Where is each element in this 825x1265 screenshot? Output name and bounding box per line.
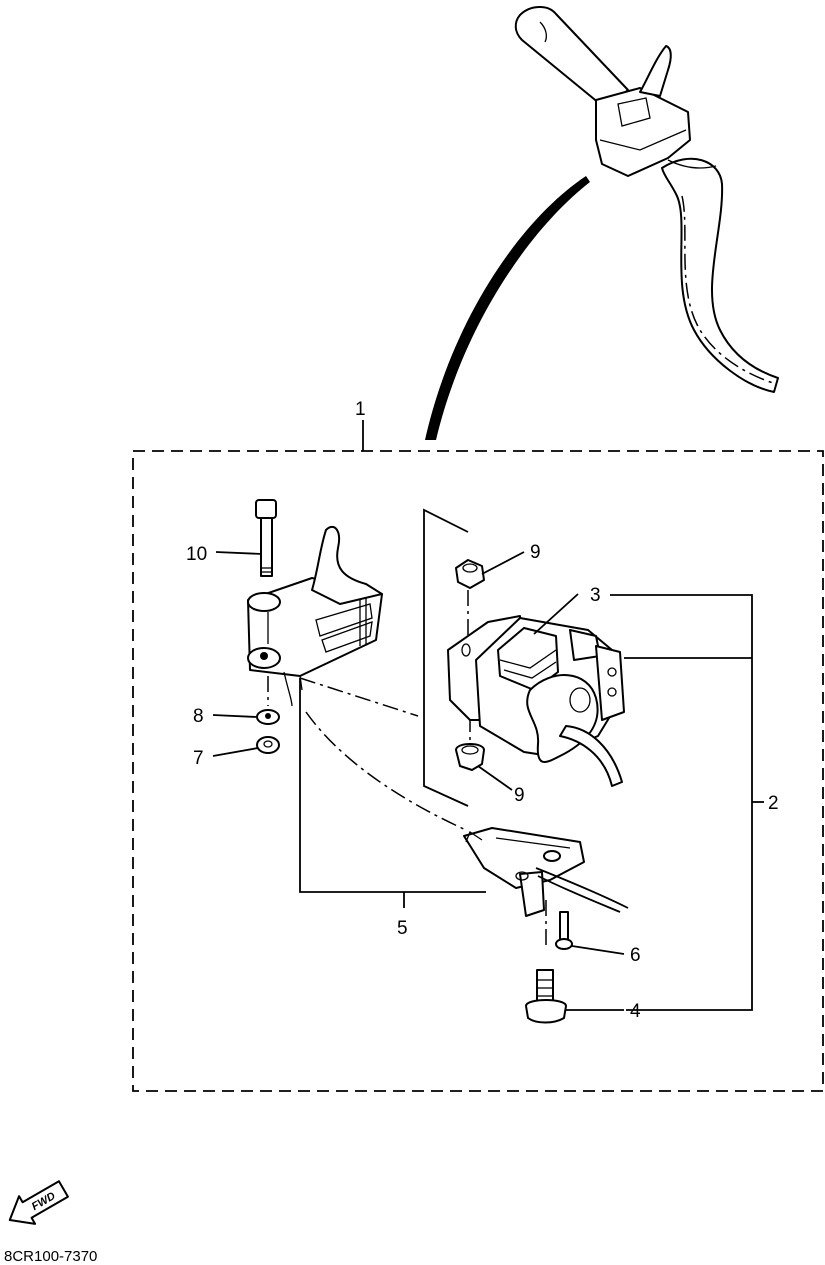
- kit-boundary: [132, 450, 824, 1092]
- callout-9-bottom: 9: [514, 785, 525, 806]
- screw-part-6: [555, 911, 573, 950]
- callout-4: 4: [630, 1001, 641, 1022]
- diagram-code: 8CR100-7370: [4, 1248, 97, 1265]
- screw-part-9-top: [455, 559, 485, 589]
- callout-5: 5: [397, 918, 408, 939]
- callout-10: 10: [186, 544, 207, 565]
- bolt-part-10: [255, 499, 277, 577]
- callout-6: 6: [630, 945, 641, 966]
- callout-7: 7: [193, 748, 204, 769]
- callout-1: 1: [355, 399, 366, 420]
- callout-2: 2: [768, 793, 779, 814]
- screw-part-9-bottom: [455, 743, 485, 771]
- fwd-arrow-icon: FWD: [8, 1180, 69, 1225]
- handlebar-illustration: [514, 6, 779, 393]
- callout-9-top: 9: [530, 542, 541, 563]
- pointer-line: [425, 176, 590, 440]
- washer-part-7: [256, 736, 280, 754]
- lever-bracket-part: [247, 525, 383, 707]
- callout-8: 8: [193, 706, 204, 727]
- callout-3: 3: [590, 585, 601, 606]
- lever-part-5: [463, 827, 629, 917]
- bolt-part-4: [525, 969, 567, 1024]
- switch-housing-part: [447, 615, 625, 787]
- vertical-frame-9: [423, 508, 469, 807]
- nut-part-8: [256, 709, 280, 725]
